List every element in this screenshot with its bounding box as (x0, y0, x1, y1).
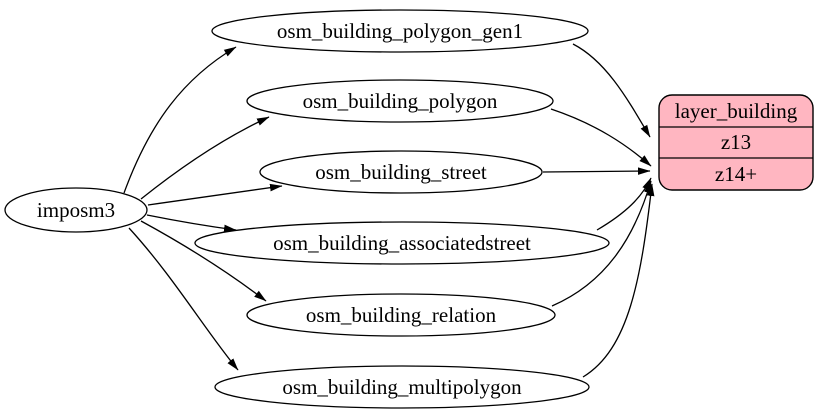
edge-imposm3-to-osm_building_multipolygon (128, 227, 239, 371)
edge-imposm3-to-osm_building_relation (140, 220, 267, 302)
osm_building_polygon-label: osm_building_polygon (303, 89, 498, 113)
edge-imposm3-to-osm_building_polygon_gen1 (123, 46, 237, 194)
layer_building-title: layer_building (675, 99, 798, 123)
edge-osm_building_street-to-z14 (542, 167, 651, 175)
osm_building_multipolygon-ellipse (214, 365, 590, 409)
node-osm_building_multipolygon: osm_building_multipolygon (214, 365, 590, 409)
osm_building_relation-label: osm_building_relation (306, 303, 497, 327)
osm_building_street-ellipse (259, 150, 543, 194)
edge-imposm3-to-osm_building_associatedstreet (146, 214, 237, 233)
edge-imposm3-to-osm_building_street (147, 183, 283, 206)
edge-osm_building_polygon-to-z14 (550, 108, 652, 167)
node-osm_building_polygon: osm_building_polygon (246, 79, 554, 123)
node-osm_building_polygon_gen1: osm_building_polygon_gen1 (211, 9, 589, 53)
osm_building_associatedstreet-label: osm_building_associatedstreet (273, 231, 531, 255)
osm_building_multipolygon-label: osm_building_multipolygon (282, 375, 522, 399)
osm_building_associatedstreet-ellipse (194, 221, 610, 265)
edges-tables-to-layer (542, 43, 655, 378)
edge-osm_building_multipolygon-to-z14 (582, 183, 655, 378)
node-osm_building_associatedstreet: osm_building_associatedstreet (194, 221, 610, 265)
imposm3-label: imposm3 (37, 198, 115, 222)
osm_building_polygon_gen1-ellipse (211, 9, 589, 53)
node-layer_building: layer_building z13 z14+ (658, 94, 814, 191)
osm_building_polygon-ellipse (246, 79, 554, 123)
layer_building-row-z14: z14+ (715, 162, 757, 186)
osm_building_street-label: osm_building_street (315, 160, 487, 184)
node-osm_building_street: osm_building_street (259, 150, 543, 194)
layer_building-box (658, 94, 814, 191)
imposm3-ellipse (4, 187, 148, 233)
edges-source-to-tables (123, 46, 283, 371)
edge-imposm3-to-osm_building_polygon (140, 116, 270, 200)
osm_building_polygon_gen1-label: osm_building_polygon_gen1 (277, 19, 523, 43)
osm_building_relation-ellipse (246, 293, 556, 337)
edge-osm_building_relation-to-z14 (551, 180, 652, 307)
node-imposm3: imposm3 (4, 187, 148, 233)
layer_building-row-z13: z13 (721, 130, 751, 154)
edge-osm_building_polygon_gen1-to-z13 (572, 43, 651, 138)
node-osm_building_relation: osm_building_relation (246, 293, 556, 337)
